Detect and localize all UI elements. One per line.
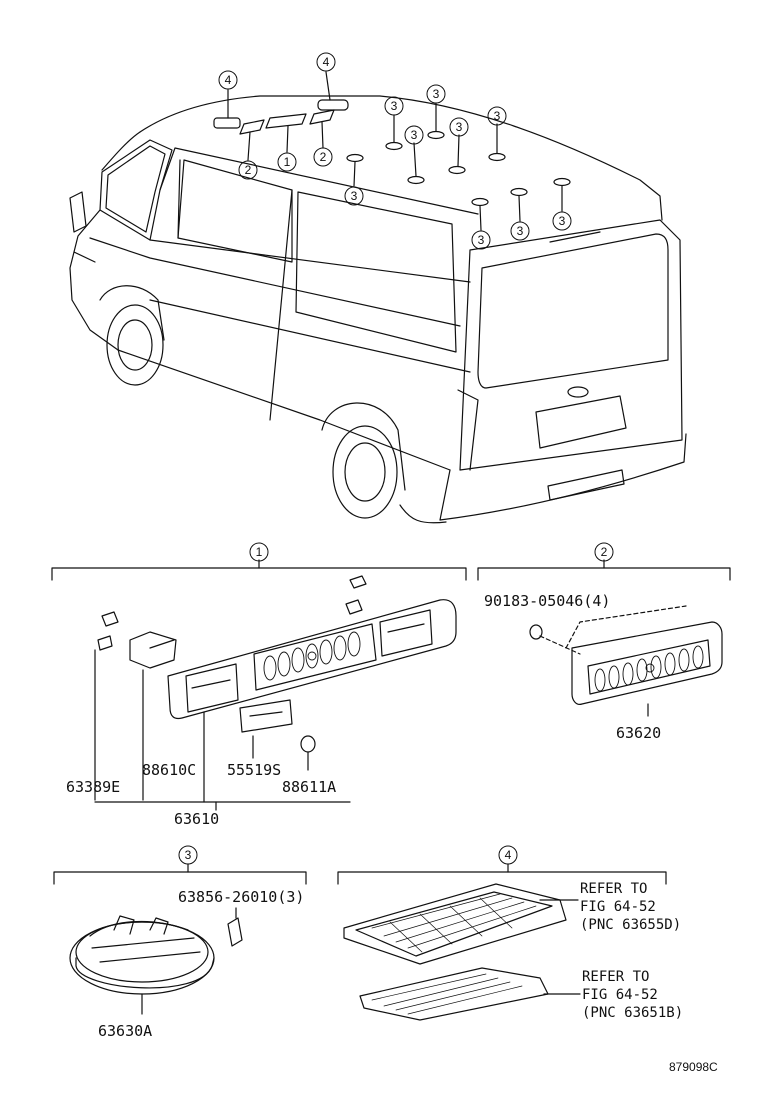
group-4-panels: 4	[337, 845, 667, 1021]
ref-upper-line1: REFER TO	[580, 881, 647, 897]
group-3-dome: 3	[53, 845, 307, 1015]
part-55519S: 55519S	[227, 761, 281, 779]
van-callout-3c: 3	[456, 120, 463, 134]
van-callout-3d: 3	[494, 109, 501, 123]
part-63389E: 63389E	[66, 778, 120, 796]
ref-upper-line2: FIG 64-52	[580, 899, 656, 915]
ref-lower-line3: (PNC 63651B)	[582, 1005, 683, 1021]
van-callout-3i: 3	[559, 214, 566, 228]
diagram-code: 879098C	[669, 1060, 718, 1074]
ref-upper-line3: (PNC 63655D)	[580, 917, 681, 933]
part-88610C: 88610C	[142, 761, 196, 779]
van-callout-3g: 3	[478, 233, 485, 247]
group-1-callout: 1	[256, 545, 263, 559]
part-88611A: 88611A	[282, 778, 336, 796]
part-63856-26010: 63856-26010(3)	[178, 888, 304, 906]
ref-lower-line2: FIG 64-52	[582, 987, 658, 1003]
van-callout-4b: 4	[323, 55, 330, 69]
van-callout-3h: 3	[517, 224, 524, 238]
part-63610: 63610	[174, 810, 219, 828]
van-callout-3a: 3	[391, 99, 398, 113]
van-callout-3f: 3	[351, 189, 358, 203]
van-callout-1: 1	[284, 155, 291, 169]
part-90183-05046: 90183-05046(4)	[484, 592, 610, 610]
van-callout-3e: 3	[411, 128, 418, 142]
group-4-callout: 4	[505, 848, 512, 862]
group-1-console: 1	[51, 542, 467, 811]
van-callout-3b: 3	[433, 87, 440, 101]
part-63620: 63620	[616, 724, 661, 742]
part-63630A: 63630A	[98, 1022, 152, 1040]
van-callout-2a: 2	[245, 163, 252, 177]
ref-lower-line1: REFER TO	[582, 969, 649, 985]
group-2-lamp: 2	[477, 542, 731, 717]
group-3-callout: 3	[185, 848, 192, 862]
van-callout-4a: 4	[225, 73, 232, 87]
van-illustration: 4 4 3 3 3 3 3 2 1 2 3 3 3 3	[69, 52, 687, 524]
group-2-callout: 2	[601, 545, 608, 559]
van-callout-2b: 2	[320, 150, 327, 164]
